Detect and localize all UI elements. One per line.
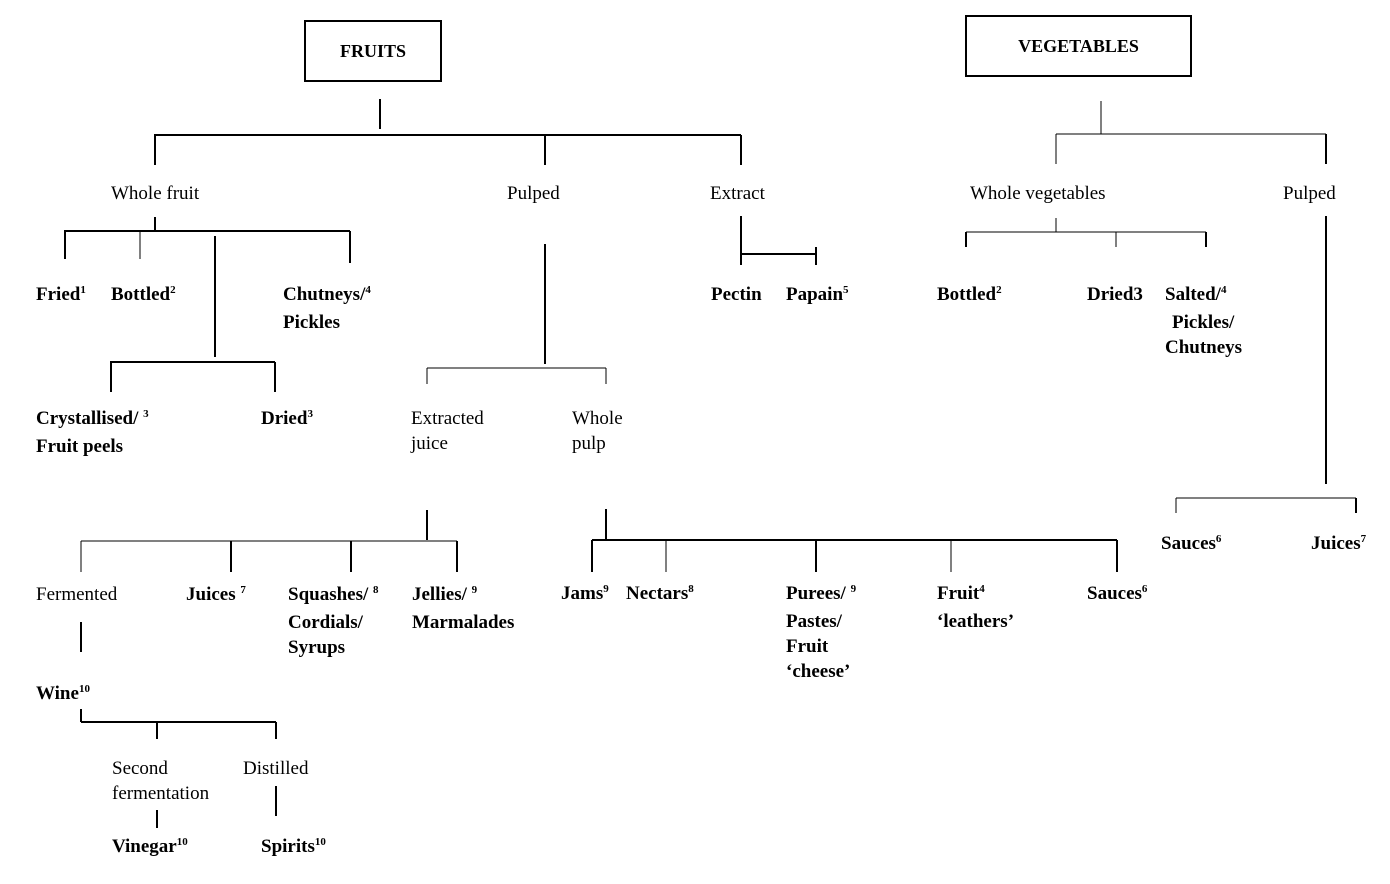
- fried-label: Fried1: [36, 284, 86, 305]
- footnote-ref: 6: [1141, 583, 1148, 595]
- extract-label: Extract: [710, 183, 765, 204]
- footnote-ref: 4: [979, 583, 985, 595]
- fermented-label: Fermented: [36, 584, 118, 605]
- footnote-ref: 10: [314, 836, 326, 848]
- vegetable-sauces-label: Sauces6: [1161, 533, 1222, 554]
- whole-fruit-label: Whole fruit: [111, 183, 200, 204]
- footnote-ref: 4: [1220, 284, 1227, 296]
- footnote-ref: 8: [688, 583, 694, 595]
- footnote-ref: 9: [850, 583, 857, 595]
- vegetable-dried-label: Dried3: [1087, 284, 1143, 305]
- footnote-ref: 7: [1360, 533, 1367, 545]
- vegetable-bottled-label: Bottled2: [937, 284, 1002, 305]
- fruit-leathers-label: Fruit4‘leathers’: [937, 583, 1015, 632]
- footnote-ref: 9: [471, 584, 478, 596]
- vegetable-juices-label: Juices7: [1311, 533, 1367, 554]
- fruits-root-label: FRUITS: [339, 40, 406, 61]
- vegetables-root-box: VEGETABLES: [965, 15, 1192, 77]
- pectin-label: Pectin: [711, 284, 762, 305]
- nectars-label: Nectars8: [626, 583, 694, 604]
- footnote-ref: 3: [307, 408, 313, 420]
- fruit-juices-label: Juices 7: [186, 584, 246, 605]
- papain-label: Papain5: [786, 284, 849, 305]
- footnote-ref: 7: [240, 584, 246, 596]
- fruits-pulped-label: Pulped: [507, 183, 560, 204]
- footnote-ref: 10: [176, 836, 188, 848]
- wine-label: Wine10: [36, 683, 90, 704]
- vegetables-pulped-label: Pulped: [1283, 183, 1336, 204]
- fruit-bottled-label: Bottled2: [111, 284, 176, 305]
- fruit-sauces-label: Sauces6: [1087, 583, 1148, 604]
- distilled-label: Distilled: [243, 758, 309, 779]
- footnote-ref: 4: [365, 284, 371, 296]
- vinegar-label: Vinegar10: [112, 836, 188, 857]
- jams-label: Jams9: [561, 583, 609, 604]
- footnote-ref: 6: [1215, 533, 1222, 545]
- fruit-dried-label: Dried3: [261, 408, 313, 429]
- footnote-ref: 9: [603, 583, 609, 595]
- vegetables-root-label: VEGETABLES: [1018, 35, 1139, 56]
- footnote-ref: 8: [373, 584, 379, 596]
- footnote-ref: 5: [843, 284, 849, 296]
- fruits-root-box: FRUITS: [304, 20, 442, 82]
- footnote-ref: 2: [996, 284, 1002, 296]
- spirits-label: Spirits10: [261, 836, 326, 857]
- whole-vegetables-label: Whole vegetables: [970, 183, 1106, 204]
- footnote-ref: 3: [143, 408, 149, 420]
- footnote-ref: 2: [170, 284, 176, 296]
- footnote-ref: 1: [80, 284, 86, 296]
- footnote-ref: 10: [78, 683, 90, 695]
